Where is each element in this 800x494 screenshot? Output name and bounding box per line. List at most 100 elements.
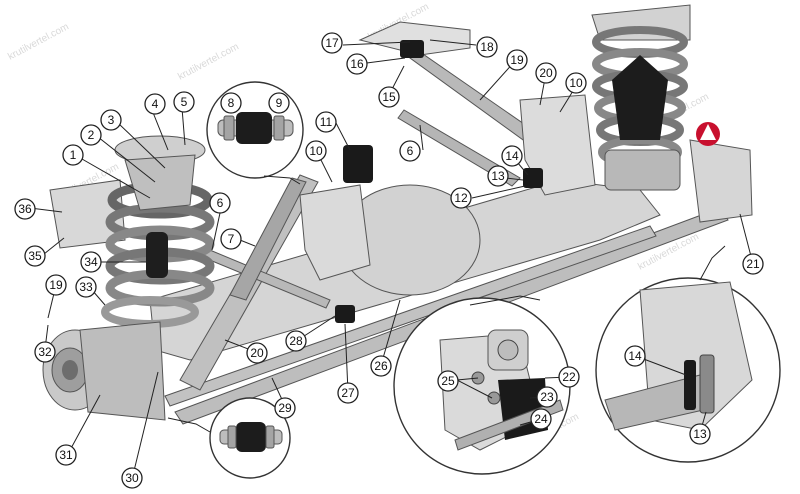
bracket-left <box>49 179 126 249</box>
callout-27: 27 <box>337 382 359 404</box>
callout-text: 36 <box>18 202 32 216</box>
callout-text: 17 <box>325 36 339 50</box>
brand-logo <box>696 122 720 146</box>
callout-11: 11 <box>315 111 337 133</box>
callout-text: 21 <box>746 257 760 271</box>
callout-30: 30 <box>121 467 143 489</box>
callout-18: 18 <box>476 36 498 58</box>
callout-text: 30 <box>125 471 139 485</box>
callout-31: 31 <box>55 444 77 466</box>
callout-9: 9 <box>268 92 290 114</box>
callout-text: 10 <box>309 144 323 158</box>
callout-text: 34 <box>84 255 98 269</box>
watermark-text: krutilvertel.com <box>6 21 71 62</box>
callout-text: 33 <box>79 280 93 294</box>
callout-text: 23 <box>540 390 554 404</box>
callout-text: 2 <box>88 128 95 142</box>
callout-28: 28 <box>285 330 307 352</box>
inset-bracket-detail <box>595 245 781 463</box>
callout-text: 32 <box>38 345 52 359</box>
callout-4: 4 <box>144 93 166 115</box>
callout-23: 23 <box>536 386 558 408</box>
callout-33: 33 <box>75 276 97 298</box>
callout-text: 19 <box>49 278 63 292</box>
callout-text: 22 <box>562 370 576 384</box>
callout-text: 20 <box>539 66 553 80</box>
callout-text: 19 <box>510 53 524 67</box>
callout-15: 15 <box>378 86 400 108</box>
callout-5: 5 <box>173 91 195 113</box>
callout-text: 7 <box>228 232 235 246</box>
callout-text: 13 <box>491 169 505 183</box>
shock-absorber <box>229 177 307 301</box>
callout-text: 27 <box>341 386 355 400</box>
callout-text: 14 <box>628 349 642 363</box>
callout-20a: 20 <box>535 62 557 84</box>
lower-link <box>164 225 657 407</box>
callout-3: 3 <box>100 109 122 131</box>
callout-13b: 13 <box>689 423 711 445</box>
callout-text: 10 <box>569 76 583 90</box>
callout-6a: 6 <box>209 192 231 214</box>
callout-12: 12 <box>450 187 472 209</box>
callout-text: 24 <box>534 412 548 426</box>
callout-text: 1 <box>70 148 77 162</box>
highlighted-bushing <box>343 145 373 183</box>
lateral-link <box>397 109 521 187</box>
callout-text: 28 <box>289 334 303 348</box>
callout-35: 35 <box>24 245 46 267</box>
callout-19b: 19 <box>45 274 67 296</box>
callout-text: 16 <box>350 57 364 71</box>
callout-text: 35 <box>28 249 42 263</box>
callout-14b: 14 <box>624 345 646 367</box>
wheel-hub <box>42 321 166 421</box>
callout-19a: 19 <box>506 49 528 71</box>
callout-34: 34 <box>80 251 102 273</box>
upper-bushing <box>400 40 424 58</box>
callout-text: 13 <box>693 427 707 441</box>
inset-bushing-top <box>206 81 304 185</box>
bracket-far-right <box>689 139 753 223</box>
suspension-assembly <box>42 4 753 425</box>
callout-16: 16 <box>346 53 368 75</box>
callout-20b: 20 <box>246 342 268 364</box>
watermark-text: krutilvertel.com <box>176 41 241 82</box>
callout-29: 29 <box>274 397 296 419</box>
callout-32: 32 <box>34 341 56 363</box>
inset-bushing-bottom <box>167 397 291 479</box>
bump-stop <box>612 55 668 140</box>
callout-text: 6 <box>407 144 414 158</box>
bracket-center <box>299 184 371 281</box>
callout-text: 11 <box>320 115 333 129</box>
callout-10b: 10 <box>565 72 587 94</box>
callout-6b: 6 <box>399 140 421 162</box>
callout-7: 7 <box>220 228 242 250</box>
callout-text: 3 <box>108 113 115 127</box>
callout-24: 24 <box>530 408 552 430</box>
coil-spring-right <box>591 4 691 191</box>
callout-22: 22 <box>558 366 580 388</box>
callout-text: 14 <box>505 149 519 163</box>
callout-8: 8 <box>220 92 242 114</box>
inset-panhard-mount <box>393 295 571 475</box>
clamp-bushing <box>335 305 355 323</box>
callout-labels: 1 2 3 4 5 6 6 7 8 9 10 10 11 12 13 13 14… <box>14 32 764 489</box>
bump-stop <box>146 232 168 278</box>
callout-1: 1 <box>62 144 84 166</box>
callout-text: 4 <box>152 97 159 111</box>
callout-10a: 10 <box>305 140 327 162</box>
callout-21: 21 <box>742 253 764 275</box>
callout-text: 8 <box>228 96 235 110</box>
link-bushing <box>523 168 543 188</box>
callout-text: 9 <box>276 96 283 110</box>
callout-text: 15 <box>382 90 396 104</box>
callout-text: 12 <box>454 191 468 205</box>
callout-14a: 14 <box>501 145 523 167</box>
callout-text: 25 <box>441 374 455 388</box>
callout-2: 2 <box>80 124 102 146</box>
callout-36: 36 <box>14 198 36 220</box>
callout-text: 26 <box>374 359 388 373</box>
callout-text: 6 <box>217 196 224 210</box>
callout-text: 29 <box>278 401 292 415</box>
